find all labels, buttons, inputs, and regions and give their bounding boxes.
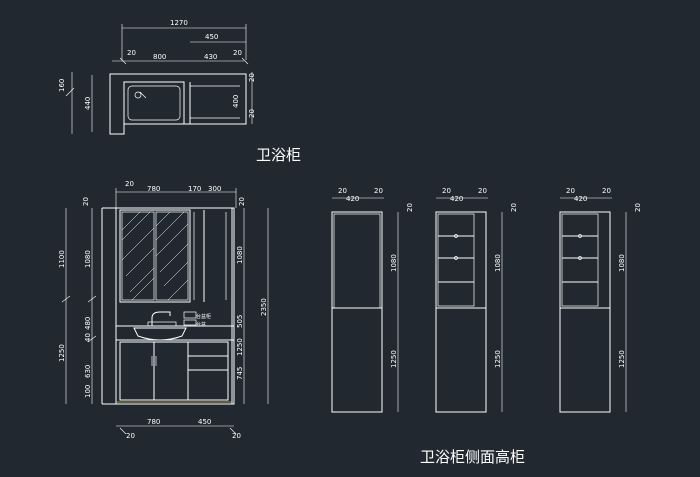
front-dim-1080-l: 1080 xyxy=(84,250,92,268)
front-dim-1250-left: 1250 xyxy=(58,344,66,362)
side2-dim-20-r: 20 xyxy=(478,187,487,195)
plan-dim-20-right: 20 xyxy=(233,49,242,57)
plan-dim-440: 440 xyxy=(84,97,92,110)
front-label-2: 台盆 xyxy=(196,321,206,328)
plan-dim-430: 430 xyxy=(204,53,217,61)
front-dim-20: 20 xyxy=(125,180,134,188)
side1-dim-20-r: 20 xyxy=(374,187,383,195)
plan-dim-450: 450 xyxy=(205,33,218,41)
side3-dim-20-r: 20 xyxy=(602,187,611,195)
side-cabinet-1: 20 420 20 20 1080 1250 xyxy=(331,187,414,413)
front-dim-780-b: 780 xyxy=(147,418,160,426)
front-dim-170: 170 xyxy=(188,185,201,193)
plan-dim-20-r2: 20 xyxy=(248,109,256,118)
plan-dim-160: 160 xyxy=(58,79,66,92)
plan-view: 1270 450 20 800 430 20 160 440 20 400 20 xyxy=(58,19,256,135)
side1-dim-1080: 1080 xyxy=(390,254,398,272)
side-cabinet-3: 20 420 20 20 1080 1250 xyxy=(559,187,642,413)
side2-dim-20-l: 20 xyxy=(442,187,451,195)
front-label-1: 台盆柜 xyxy=(196,313,211,320)
front-dim-20-br: 20 xyxy=(232,432,241,440)
front-dim-100: 100 xyxy=(84,385,92,398)
front-dim-1080-r: 1080 xyxy=(236,246,244,264)
side3-dim-20: 20 xyxy=(634,203,642,212)
plan-dim-20-r1: 20 xyxy=(248,73,256,82)
front-dim-630: 630 xyxy=(84,365,92,378)
side3-dim-420: 420 xyxy=(574,195,587,203)
front-dim-20-l: 20 xyxy=(82,197,90,206)
front-dim-450-b: 450 xyxy=(198,418,211,426)
title-cabinet: 卫浴柜 xyxy=(256,146,301,164)
side1-dim-420: 420 xyxy=(346,195,359,203)
side2-dim-1250: 1250 xyxy=(494,350,502,368)
front-dim-300: 300 xyxy=(208,185,221,193)
side1-dim-20-l: 20 xyxy=(338,187,347,195)
front-dim-1250-r: 1250 xyxy=(236,338,244,356)
front-dim-2350: 2350 xyxy=(260,298,268,316)
side3-dim-1080: 1080 xyxy=(618,254,626,272)
plan-dim-20-left: 20 xyxy=(127,49,136,57)
side3-dim-1250: 1250 xyxy=(618,350,626,368)
side1-dim-1250: 1250 xyxy=(390,350,398,368)
side1-dim-20: 20 xyxy=(406,203,414,212)
front-dim-780: 780 xyxy=(147,185,160,193)
plan-dim-800: 800 xyxy=(153,53,166,61)
plan-dim-1270: 1270 xyxy=(170,19,188,27)
front-dim-20-r: 20 xyxy=(238,197,246,206)
front-elevation: 20 780 170 300 xyxy=(58,180,269,440)
plan-dim-400: 400 xyxy=(232,95,240,108)
side2-dim-420: 420 xyxy=(450,195,463,203)
title-side-tall: 卫浴柜侧面高柜 xyxy=(420,448,525,466)
side3-dim-20-l: 20 xyxy=(566,187,575,195)
front-dim-1100: 1100 xyxy=(58,250,66,268)
side2-dim-20: 20 xyxy=(510,203,518,212)
front-dim-480: 480 xyxy=(84,317,92,330)
front-dim-505: 505 xyxy=(236,315,244,328)
front-dim-40: 40 xyxy=(84,333,92,342)
side2-dim-1080: 1080 xyxy=(494,254,502,272)
side-cabinet-2: 20 420 20 20 1080 1250 xyxy=(435,187,518,413)
front-dim-745: 745 xyxy=(236,367,244,380)
front-dim-20-bl: 20 xyxy=(126,432,135,440)
